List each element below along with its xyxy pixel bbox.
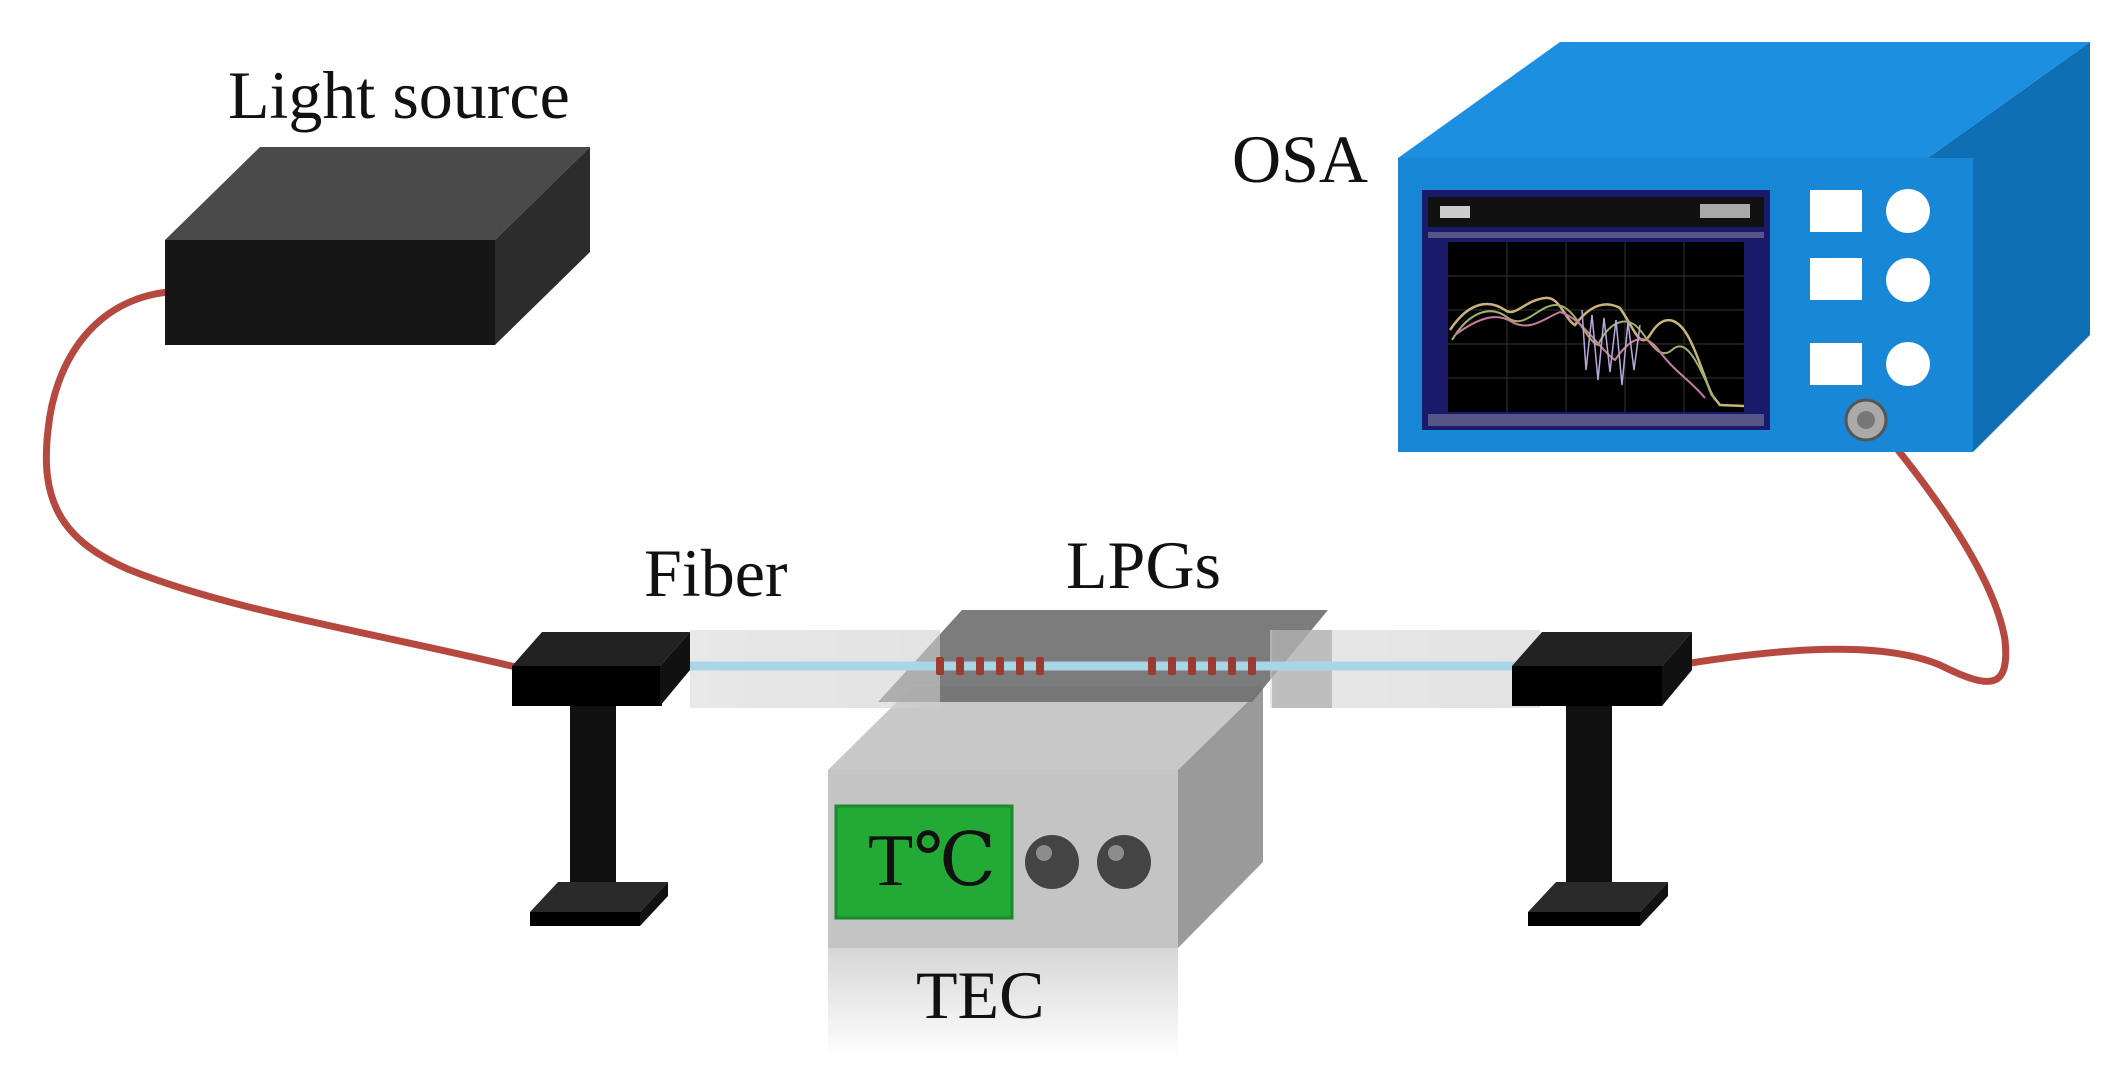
osa-knob-1 — [1886, 189, 1930, 233]
osa-label: OSA — [1232, 121, 1368, 197]
lpgs-label: LPGs — [1066, 527, 1221, 603]
cable-osa — [1668, 424, 2010, 685]
tec-label: TEC — [916, 957, 1044, 1033]
osa-box — [1398, 42, 2090, 452]
osa-screen — [1422, 190, 1770, 430]
osa-button-1 — [1810, 190, 1862, 232]
tec-display — [834, 804, 1014, 920]
osa-button-2 — [1810, 258, 1862, 300]
tec-knob-2 — [1097, 835, 1151, 889]
lpg-grating-2 — [1148, 657, 1256, 675]
lpg-grating-1 — [936, 657, 1044, 675]
osa-knob-3 — [1886, 342, 1930, 386]
light-source-label: Light source — [228, 57, 570, 133]
fiber-holder-left — [512, 632, 690, 926]
osa-button-3 — [1810, 343, 1862, 385]
fiber-holder-right — [1512, 632, 1692, 926]
tec-knob-1 — [1025, 835, 1079, 889]
osa-knob-2 — [1886, 258, 1930, 302]
fiber-label: Fiber — [644, 535, 788, 611]
tec-shadow — [828, 948, 1178, 1058]
lpg-gratings — [936, 657, 1256, 675]
tec-display-text: T℃ — [868, 820, 996, 902]
cable-light-source — [42, 288, 524, 672]
light-source-box — [165, 147, 590, 345]
